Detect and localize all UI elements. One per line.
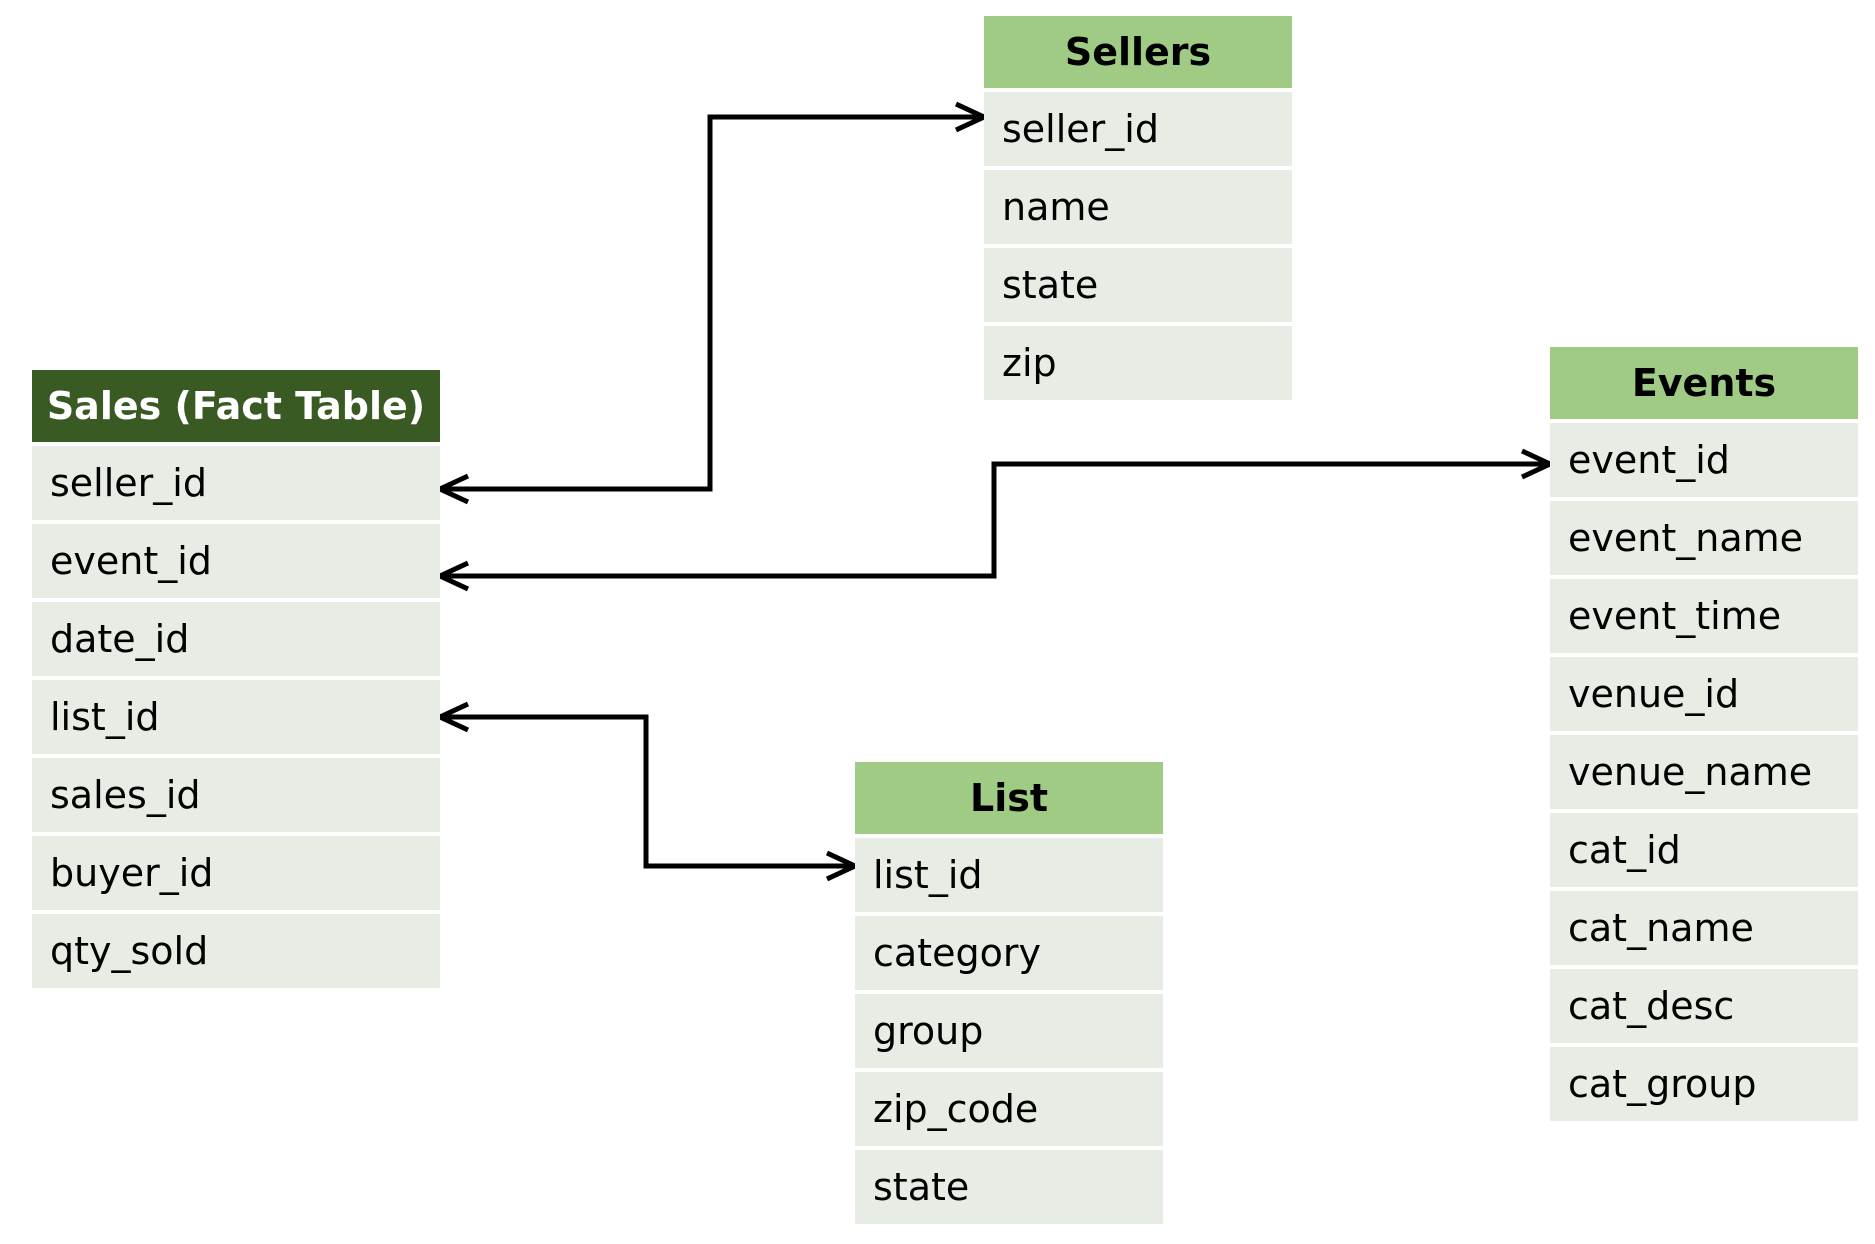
sales-field-seller-id: seller_id xyxy=(32,446,440,520)
sales-field-list-id: list_id xyxy=(32,680,440,754)
sales-field-qty-sold: qty_sold xyxy=(32,914,440,988)
events-field-cat-id: cat_id xyxy=(1550,813,1858,887)
sales-table-title: Sales (Fact Table) xyxy=(32,370,440,442)
events-field-cat-name: cat_name xyxy=(1550,891,1858,965)
list-field-state: state xyxy=(855,1150,1163,1224)
list-field-category: category xyxy=(855,916,1163,990)
connector-event-id xyxy=(442,461,1548,579)
arrowhead-sales-list-id xyxy=(434,701,470,733)
sales-field-event-id: event_id xyxy=(32,524,440,598)
list-field-zip-code: zip_code xyxy=(855,1072,1163,1146)
list-field-list-id: list_id xyxy=(855,838,1163,912)
sellers-table: Sellers seller_id name state zip xyxy=(984,16,1292,400)
arrowhead-sales-seller-id xyxy=(434,473,470,505)
events-field-event-id: event_id xyxy=(1550,423,1858,497)
list-table: List list_id category group zip_code sta… xyxy=(855,762,1163,1224)
events-table-title: Events xyxy=(1550,347,1858,419)
arrowhead-sales-event-id xyxy=(434,560,470,592)
connector-seller-id xyxy=(442,114,982,492)
events-field-cat-desc: cat_desc xyxy=(1550,969,1858,1043)
events-table: Events event_id event_name event_time ve… xyxy=(1550,347,1858,1121)
sales-field-sales-id: sales_id xyxy=(32,758,440,832)
sales-fact-table: Sales (Fact Table) seller_id event_id da… xyxy=(32,370,440,988)
events-field-venue-id: venue_id xyxy=(1550,657,1858,731)
events-field-cat-group: cat_group xyxy=(1550,1047,1858,1121)
list-field-group: group xyxy=(855,994,1163,1068)
sellers-field-state: state xyxy=(984,248,1292,322)
connector-list-id xyxy=(442,714,853,869)
events-field-venue-name: venue_name xyxy=(1550,735,1858,809)
sellers-field-seller-id: seller_id xyxy=(984,92,1292,166)
sales-field-date-id: date_id xyxy=(32,602,440,676)
events-field-event-time: event_time xyxy=(1550,579,1858,653)
sales-field-buyer-id: buyer_id xyxy=(32,836,440,910)
sellers-field-zip: zip xyxy=(984,326,1292,400)
sellers-field-name: name xyxy=(984,170,1292,244)
events-field-event-name: event_name xyxy=(1550,501,1858,575)
list-table-title: List xyxy=(855,762,1163,834)
sellers-table-title: Sellers xyxy=(984,16,1292,88)
